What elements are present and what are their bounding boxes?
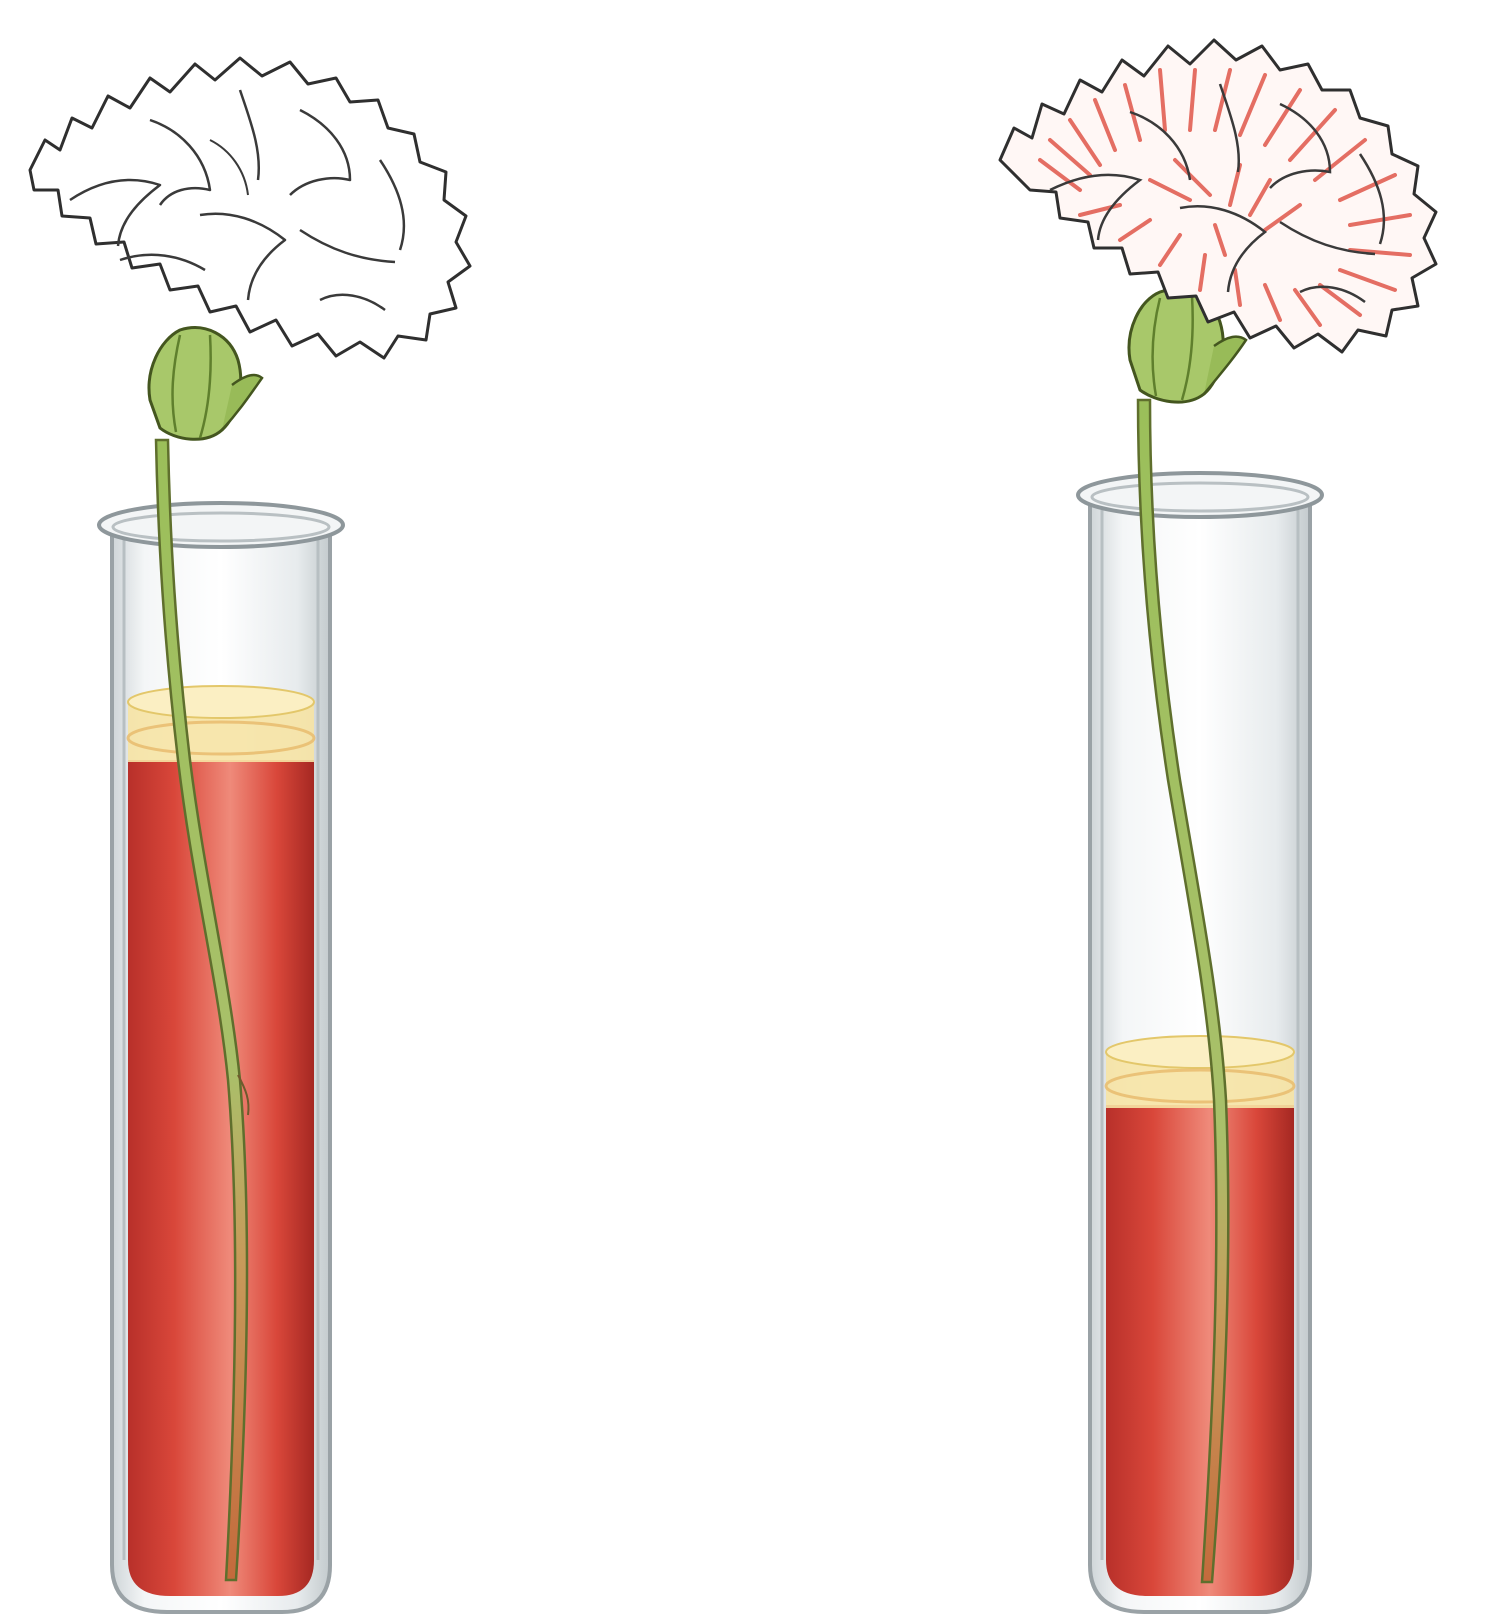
left-calyx <box>149 328 262 440</box>
left-white-carnation-flower <box>30 58 470 358</box>
right-tube-liquid <box>1106 1105 1294 1596</box>
left-tube-liquid <box>128 760 314 1596</box>
right-red-streaked-carnation-flower <box>1000 40 1436 352</box>
left-test-tube <box>99 503 343 1612</box>
right-test-tube <box>1078 473 1322 1612</box>
